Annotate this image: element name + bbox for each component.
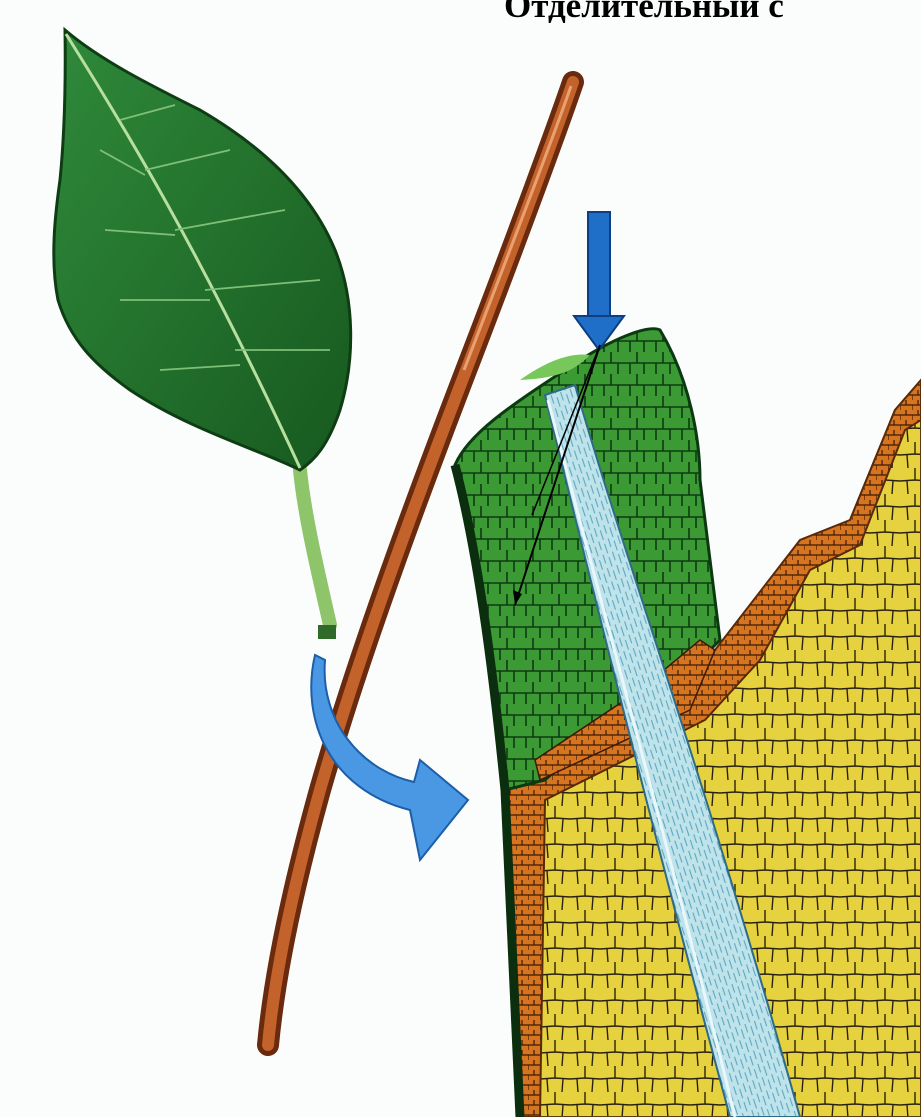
- leaf-icon: [54, 30, 351, 639]
- curved-arrow-icon: [311, 655, 468, 860]
- magnified-section: [455, 329, 921, 1117]
